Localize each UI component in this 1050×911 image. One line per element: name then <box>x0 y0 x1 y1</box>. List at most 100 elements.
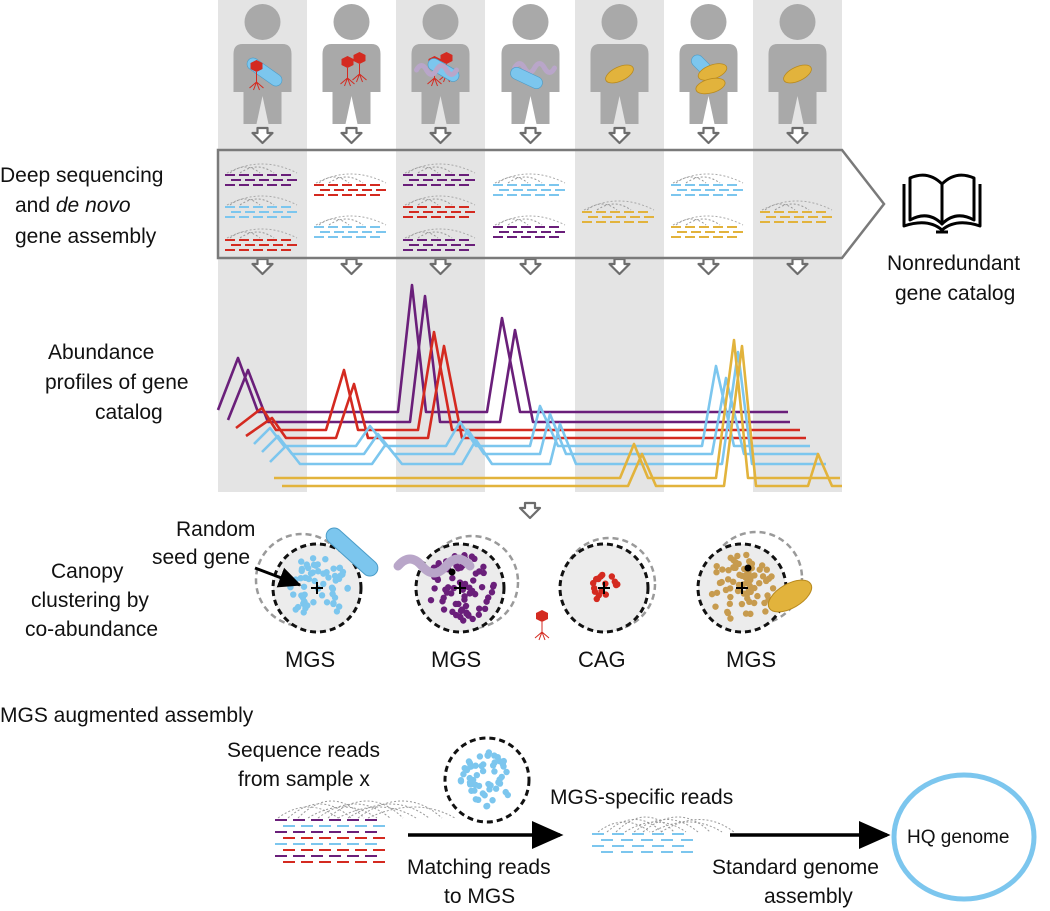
read-arc <box>337 806 417 819</box>
gene-dot <box>318 592 326 599</box>
gene-dot <box>484 752 491 759</box>
read-arc <box>761 200 833 211</box>
read-arc <box>317 803 391 819</box>
person-head <box>601 4 638 40</box>
canopy-label-1: Canopy <box>51 560 124 583</box>
read-arc <box>417 198 453 206</box>
arrow-down-icon <box>340 126 363 145</box>
read-arc <box>497 176 529 184</box>
gene-dot <box>763 566 771 573</box>
person-head <box>690 4 727 40</box>
centroid-cross <box>454 582 466 594</box>
gene-dot <box>466 779 474 786</box>
gene-dot <box>457 564 465 571</box>
gene-dot <box>725 567 732 574</box>
gene-dot <box>457 607 465 615</box>
gene-dot <box>744 595 751 602</box>
gene-dot <box>427 596 435 604</box>
person-icon <box>411 4 470 124</box>
gene-dot <box>744 590 751 597</box>
centroid-cross <box>598 582 610 594</box>
hq-genome-circle <box>891 772 1037 902</box>
gene-dot <box>448 590 455 597</box>
gene-dot <box>597 573 605 580</box>
arrow-down-icon <box>340 257 363 276</box>
gene-dot <box>330 599 337 607</box>
matching-label-1: Matching reads <box>407 856 551 879</box>
arrow-down-icon <box>251 257 274 276</box>
gene-dot <box>292 606 299 613</box>
gene-dot <box>468 553 476 560</box>
phage-icon <box>534 610 550 641</box>
gene-dot <box>431 585 438 592</box>
gene-dot <box>298 558 305 565</box>
read-arc <box>507 218 543 226</box>
read-arc <box>315 215 387 226</box>
gene-dot <box>323 599 331 606</box>
read-arc <box>497 218 529 226</box>
cluster-mgs-2 <box>393 534 520 634</box>
gene-dot <box>329 585 337 593</box>
read-arc <box>226 163 298 174</box>
person-body <box>590 44 649 124</box>
person-body <box>411 44 470 124</box>
read-arc <box>226 228 298 239</box>
bacterium-icon <box>414 63 459 77</box>
person-head <box>512 4 549 40</box>
gene-dot <box>747 610 754 618</box>
read-block <box>403 228 476 251</box>
read-block <box>760 200 833 223</box>
read-arc <box>417 166 453 174</box>
gene-dot <box>611 578 619 585</box>
read-arc <box>624 821 687 833</box>
reference-mgs-cluster <box>443 736 531 824</box>
gene-dot <box>750 599 758 607</box>
gene-dot <box>504 791 512 799</box>
gene-dot <box>440 594 447 602</box>
gene-dot <box>727 593 734 601</box>
gene-dot <box>471 590 479 598</box>
gene-dot <box>713 569 720 576</box>
gene-dot <box>762 577 770 585</box>
read-arc <box>642 816 711 833</box>
centroid-cross <box>736 582 748 594</box>
read-arc <box>407 231 439 239</box>
seed-dot <box>744 564 752 572</box>
read-arc <box>277 806 339 819</box>
gene-dot <box>713 589 721 596</box>
arrow-down-icon <box>429 257 452 276</box>
read-arc <box>507 176 543 184</box>
augmented-assembly-section <box>275 736 735 863</box>
read-arc <box>606 819 663 833</box>
gene-dot <box>491 752 498 759</box>
gene-dot <box>758 562 766 569</box>
read-arc <box>328 176 364 184</box>
read-arc <box>417 231 453 239</box>
abundance-line <box>253 364 810 448</box>
read-block <box>225 163 298 186</box>
gene-dot <box>314 568 322 575</box>
read-arc <box>297 800 365 819</box>
read-arc <box>347 803 430 819</box>
read-arc <box>404 163 476 174</box>
gene-dot <box>488 589 496 596</box>
phage-head <box>341 56 354 68</box>
read-block <box>493 173 566 196</box>
gene-dot <box>461 593 468 600</box>
read-arc <box>229 166 261 174</box>
gene-dot <box>466 759 474 767</box>
read-arc <box>239 231 275 239</box>
read-arc <box>229 231 261 239</box>
gene-dot <box>503 768 510 776</box>
gene-dot <box>333 608 341 615</box>
read-block <box>225 228 298 251</box>
gene-dot <box>743 571 750 578</box>
seed-dot <box>448 568 456 576</box>
seed-label-2: seed gene <box>152 546 250 569</box>
deep-seq-label-3: gene assembly <box>15 225 157 248</box>
gene-dot <box>472 781 479 788</box>
bacterium-icon <box>512 61 557 75</box>
phage-head <box>353 52 366 64</box>
phage-head <box>250 60 263 72</box>
